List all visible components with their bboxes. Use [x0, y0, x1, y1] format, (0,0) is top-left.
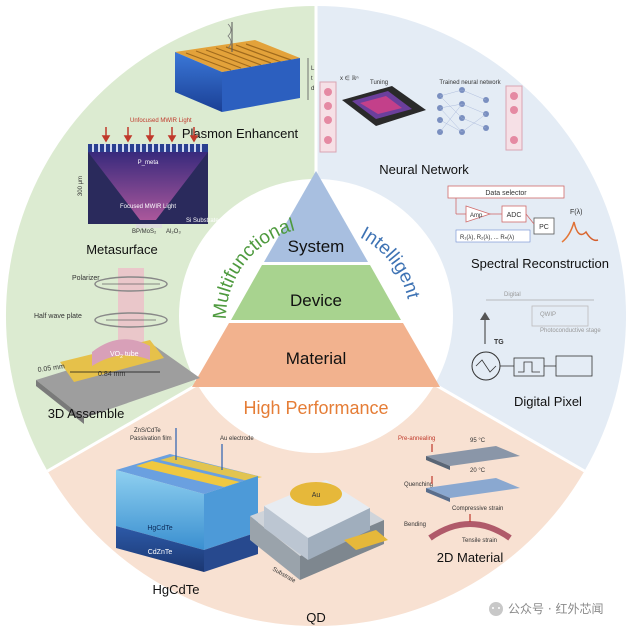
hgcdte-passivation-1: ZnS/CdTe — [134, 428, 161, 434]
twod-illustration: Pre-annealing 95 °C Quenching 20 °C Comp… — [398, 436, 520, 544]
hgcdte-label: HgCdTe — [153, 582, 200, 597]
plasmon-dim-d: d — [311, 86, 314, 92]
twod-strain2: Tensile strain — [462, 538, 497, 544]
qd-au: Au — [312, 492, 321, 499]
plasmon-label: Plasmon Enhancent — [182, 126, 299, 141]
qd-label: QD — [306, 610, 326, 625]
hgcdte-illustration: ZnS/CdTe Passivation film Au electrode H… — [116, 428, 262, 572]
spectral-pc: PC — [539, 224, 549, 231]
spectral-illustration: Data selector Amp ADC PC F(λ) R₁(λ), R₂(… — [447, 185, 599, 243]
metasurface-layer-1: BP/MoS₂ — [132, 229, 157, 235]
pyramid-system-label: System — [288, 237, 345, 256]
pixel-stage: Photoconductive stage — [540, 328, 601, 334]
assemble-tube: VO2 tube — [110, 351, 139, 360]
metasurface-side: 300 μm — [78, 176, 84, 196]
twod-t2: 20 °C — [470, 468, 486, 474]
twod-label: 2D Material — [437, 550, 504, 565]
twod-strain1: Compressive strain — [452, 506, 503, 512]
spectral-amp: Amp — [470, 213, 483, 219]
hgcdte-layer-2: CdZnTe — [148, 549, 173, 556]
assemble-polarizer: Polarizer — [72, 275, 100, 282]
twod-bend: Bending — [404, 522, 426, 528]
neural-tuning: Tuning — [370, 80, 388, 86]
spectral-adc: ADC — [507, 212, 522, 219]
metasurface-incident: Unfocused MWIR Light — [130, 118, 192, 124]
pyramid: System Device Material — [192, 171, 440, 387]
neural-trained: Trained neural network — [439, 80, 501, 86]
assemble-dim-1: 0.05 mm — [37, 363, 65, 374]
wechat-icon — [489, 602, 503, 616]
watermark: 公众号 · 红外芯闻 — [489, 601, 603, 616]
metasurface-substrate: Si Substrate — [186, 218, 219, 224]
neural-illustration: Tuning x ∈ ℝⁿ Trained neural network — [319, 75, 523, 153]
spectral-selector: Data selector — [485, 190, 527, 197]
pyramid-device-label: Device — [290, 291, 342, 310]
pixel-qwip: QWIP — [540, 312, 556, 318]
hgcdte-layer-1: HgCdTe — [147, 525, 172, 532]
assemble-dim-2: 0.84 mm — [98, 371, 125, 378]
hgcdte-passivation-2: Passivation film — [130, 436, 172, 442]
plasmon-dim-t: t — [311, 76, 313, 82]
ring-label-high-performance: High Performance — [243, 398, 388, 418]
pyramid-system — [264, 171, 368, 262]
neural-input: x ∈ ℝⁿ — [340, 75, 359, 82]
spectral-label: Spectral Reconstruction — [471, 256, 609, 271]
pyramid-device — [231, 265, 401, 320]
assemble-waveplate: Half wave plate — [34, 313, 82, 320]
assemble-illustration: Polarizer Half wave plate VO2 tube 0.05 … — [34, 268, 200, 424]
pixel-digital: Digital — [504, 292, 521, 298]
pixel-label: Digital Pixel — [514, 394, 582, 409]
watermark-text: 公众号 · 红外芯闻 — [508, 601, 603, 616]
plasmon-dim-l: L — [311, 66, 315, 72]
spectral-resp: R₁(λ), R₂(λ), ... Rₙ(λ) — [460, 235, 514, 241]
hgcdte-electrode: Au electrode — [220, 436, 254, 442]
pixel-illustration: Digital QWIP Photoconductive stage TG — [471, 292, 601, 381]
plasmon-illustration: L t d — [175, 22, 315, 112]
pixel-tg: TG — [494, 339, 504, 346]
metasurface-inner: P_meta — [138, 160, 159, 166]
twod-t1: 95 °C — [470, 438, 486, 444]
metasurface-label: Metasurface — [86, 242, 158, 257]
metasurface-illustration: Unfocused MWIR Light P_meta Focused MWIR… — [78, 118, 219, 235]
qd-illustration: Au Substrate — [250, 480, 388, 585]
metasurface-focused: Focused MWIR Light — [120, 204, 176, 210]
pyramid-material — [192, 323, 440, 387]
assemble-label: 3D Assemble — [48, 406, 125, 421]
metasurface-layer-0: Al₂O₃ — [166, 229, 181, 235]
pyramid-material-label: Material — [286, 349, 346, 368]
neural-label: Neural Network — [379, 162, 469, 177]
twod-pre: Pre-annealing — [398, 436, 435, 442]
twod-quench: Quenching — [404, 482, 433, 488]
spectral-f: F(λ) — [570, 209, 582, 216]
